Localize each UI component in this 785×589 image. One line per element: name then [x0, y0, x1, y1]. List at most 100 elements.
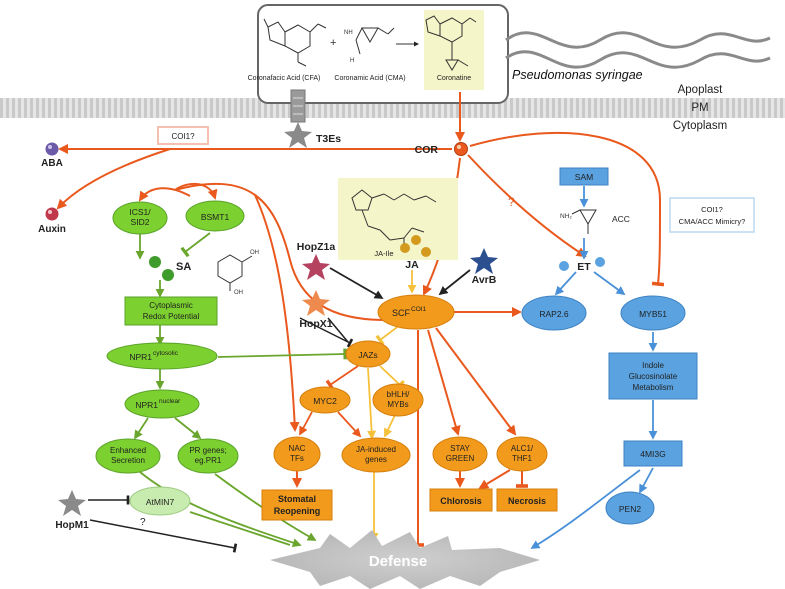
hopx1-star-icon — [302, 290, 330, 316]
svg-text:SID2: SID2 — [131, 217, 150, 227]
plus-sign: + — [330, 37, 336, 49]
et-label: ET — [577, 261, 591, 273]
svg-text:COI1?: COI1? — [701, 205, 723, 214]
et-ball-2 — [595, 257, 605, 267]
chlorosis-box — [429, 488, 493, 512]
svg-text:BSMT1: BSMT1 — [201, 212, 230, 222]
coronatine-label: Coronatine — [437, 75, 471, 82]
svg-text:ALC1/: ALC1/ — [511, 444, 534, 453]
edge-orange-to-ics1 — [138, 187, 191, 202]
svg-text:NAC: NAC — [289, 444, 306, 453]
edge-hopm1-defense — [89, 519, 238, 553]
svg-text:NH: NH — [344, 30, 353, 36]
ics1-node — [112, 201, 168, 235]
svg-text:Cytoplasmic: Cytoplasmic — [149, 301, 193, 310]
svg-text:Glucosinolate: Glucosinolate — [629, 372, 678, 381]
svg-text:OH: OH — [234, 290, 243, 296]
edge-4mi3g-pen2 — [639, 467, 654, 494]
hopm1-label: HopM1 — [55, 520, 89, 531]
organism-label: Pseudomonas syringae — [512, 68, 643, 82]
cytoplasm-label: Cytoplasm — [673, 120, 727, 132]
ja-label: JA — [405, 259, 419, 271]
aba-label: ABA — [41, 158, 63, 169]
svg-text:NPR1: NPR1 — [129, 352, 152, 362]
svg-text:AtMIN7: AtMIN7 — [146, 497, 175, 507]
apoplast-label: Apoplast — [678, 84, 724, 96]
svg-text:Necrosis: Necrosis — [508, 496, 546, 506]
edge-atmin7-defense — [189, 511, 291, 546]
scf-coi1-node — [377, 294, 455, 330]
svg-text:eg.PR1: eg.PR1 — [195, 456, 222, 465]
sam-box — [559, 167, 609, 186]
svg-text:bHLH/: bHLH/ — [387, 390, 410, 399]
sa-ball-1 — [149, 256, 161, 268]
acc-structure — [571, 209, 597, 234]
rap26-node — [521, 295, 587, 331]
sa-ball-2 — [162, 269, 174, 281]
coronatine-structure — [425, 15, 477, 71]
coi1-question-box — [157, 126, 209, 145]
et-ball-1 — [559, 261, 569, 271]
aba-ball — [45, 142, 59, 156]
svg-text:NH₂: NH₂ — [560, 213, 572, 220]
edge-jazs-bhlh — [379, 365, 405, 391]
4mi3g-box — [623, 440, 683, 467]
ja-ball-3 — [421, 247, 431, 257]
edge-scf-jazs — [375, 324, 401, 346]
edge-scf-staygreen — [427, 329, 461, 436]
edge-jazs-genes — [367, 367, 377, 440]
ja-ball-2 — [411, 235, 421, 245]
bhlh-mybs-node — [372, 383, 424, 417]
svg-text:MYB51: MYB51 — [639, 309, 667, 319]
t3es-label: T3Es — [316, 133, 341, 145]
edge-cor-myb51 — [469, 131, 665, 287]
ja-ball-1 — [400, 243, 410, 253]
alc1-thf1-node — [496, 436, 548, 472]
svg-text:PR genes;: PR genes; — [189, 446, 226, 455]
edge-jazs-myc2 — [325, 365, 359, 391]
npr1-cytosolic-node — [106, 342, 218, 370]
hopz1a-label: HopZ1a — [297, 241, 336, 253]
svg-text:NPR1: NPR1 — [135, 400, 158, 410]
bacterium-flagellum — [505, 31, 771, 49]
atmin7-node — [129, 486, 191, 516]
svg-text:RAP2.6: RAP2.6 — [539, 309, 569, 319]
ja-ile-label: JA-Ile — [374, 249, 393, 258]
svg-text:MYC2: MYC2 — [313, 396, 337, 406]
edge-4mi3g-defense — [530, 469, 641, 549]
ja-induced-genes-node — [341, 437, 411, 473]
svg-text:Indole: Indole — [642, 361, 664, 370]
et-question: ? — [508, 195, 515, 209]
avrb-star-icon — [470, 248, 498, 274]
svg-text:4MI3G: 4MI3G — [640, 449, 666, 459]
coronatine-highlight — [424, 10, 484, 90]
redox-box — [124, 296, 218, 326]
bsmt1-node — [185, 200, 245, 232]
t3ss-needle — [290, 89, 306, 123]
cfa-label: Coronafacic Acid (CFA) — [248, 75, 321, 82]
svg-text:TFs: TFs — [290, 454, 304, 463]
svg-text:MYBs: MYBs — [387, 400, 408, 409]
edge-avrb-scf — [438, 269, 471, 296]
svg-text:Secretion: Secretion — [111, 456, 145, 465]
edge-enhanced-defense — [139, 471, 302, 547]
enhanced-secretion-node — [95, 438, 161, 474]
defense-label: Defense — [369, 553, 427, 570]
svg-text:CMA/ACC Mimicry?: CMA/ACC Mimicry? — [679, 217, 746, 226]
edge-hopx1-jazs — [327, 317, 349, 343]
pr-genes-node — [177, 438, 239, 474]
svg-text:SCF: SCF — [392, 308, 411, 318]
svg-text:nuclear: nuclear — [159, 398, 181, 405]
defense-burst — [270, 530, 540, 589]
svg-text:ICS1/: ICS1/ — [129, 207, 151, 217]
svg-text:PEN2: PEN2 — [619, 504, 641, 514]
svg-text:Chlorosis: Chlorosis — [440, 496, 482, 506]
edge-scf-alc1 — [435, 327, 517, 436]
pm-label: PM — [691, 102, 708, 114]
hopx1-label: HopX1 — [299, 318, 332, 330]
cor-ball — [454, 142, 468, 156]
edge-myc2-nac — [299, 411, 313, 436]
myc2-node — [299, 386, 351, 414]
edge-bsmt1-sa — [180, 232, 211, 258]
